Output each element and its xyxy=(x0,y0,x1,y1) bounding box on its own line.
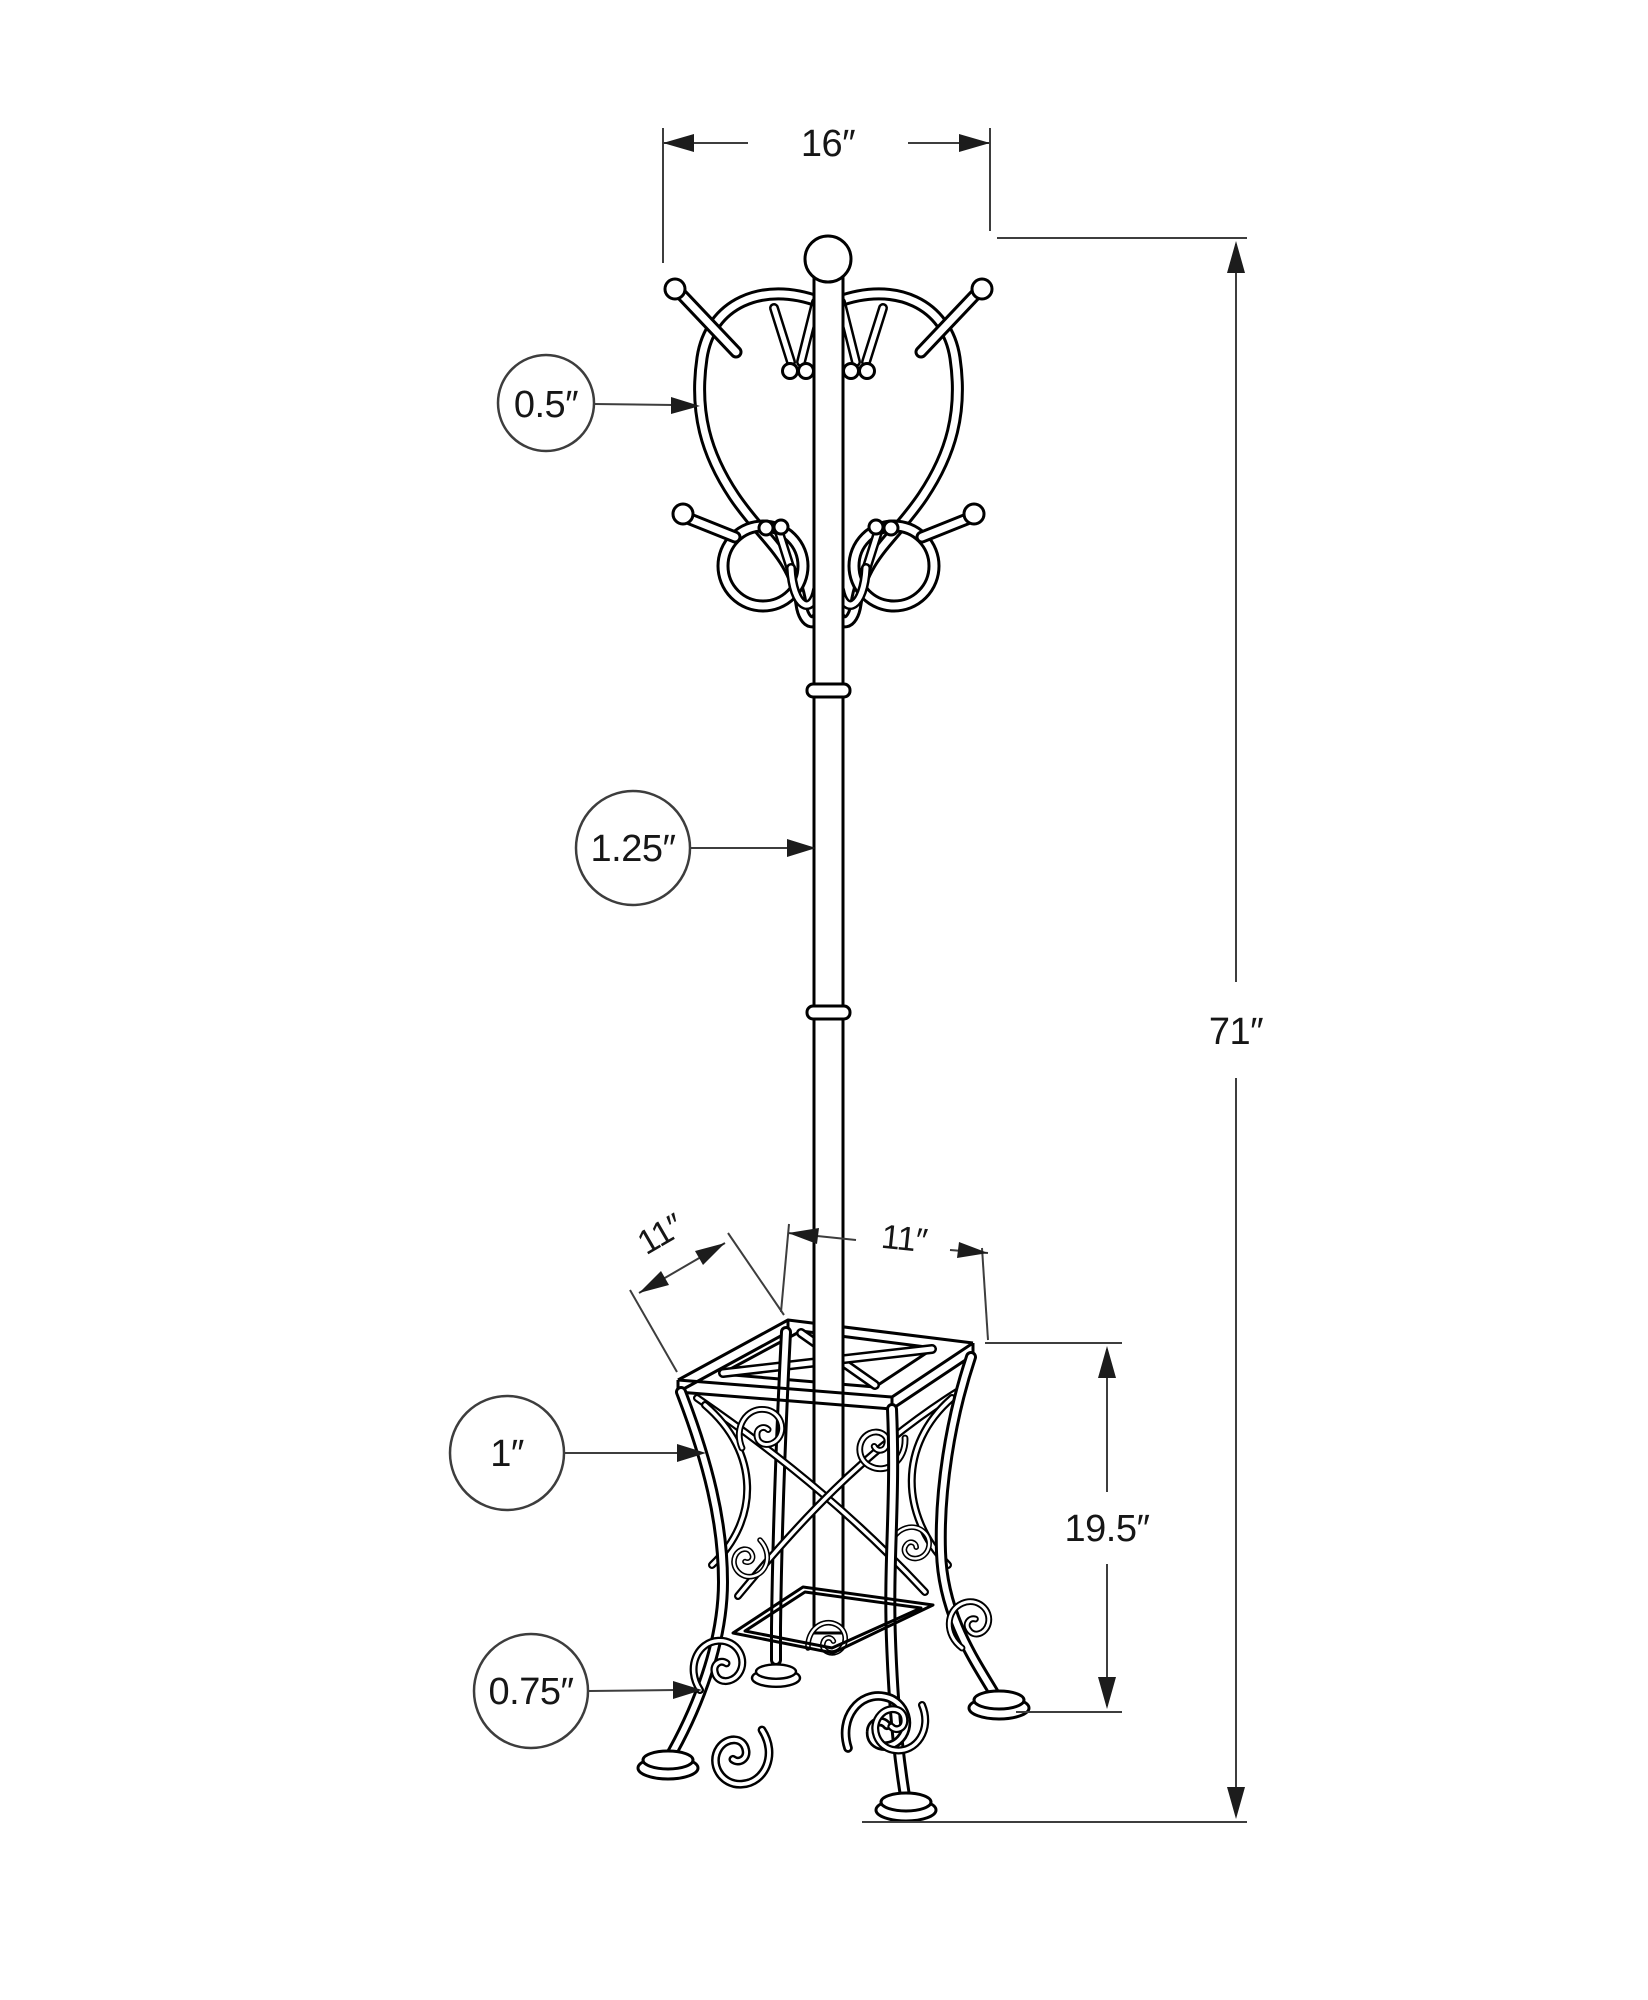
label-leg-diameter: 0.75″ xyxy=(489,1671,574,1713)
center-pole xyxy=(803,234,853,1635)
dim-top-width: 16″ xyxy=(662,123,991,263)
callout-hook-diameter: 0.5″ xyxy=(496,353,700,453)
label-frame-diameter: 1″ xyxy=(490,1433,524,1475)
callout-leg-diameter: 0.75″ xyxy=(472,1632,702,1750)
label-hook-diameter: 0.5″ xyxy=(514,384,578,426)
label-overall-height: 71″ xyxy=(1209,1011,1263,1053)
coat-rack-drawing xyxy=(636,234,1031,1823)
dim-stand-height: 19.5″ xyxy=(985,1342,1150,1713)
dim-overall-height: 71″ xyxy=(862,237,1264,1823)
front-foot xyxy=(874,1791,938,1823)
lower-hooks xyxy=(671,504,984,613)
callout-frame-diameter: 1″ xyxy=(448,1394,706,1512)
callout-pole-diameter: 1.25″ xyxy=(574,789,816,907)
label-pole-diameter: 1.25″ xyxy=(591,828,676,870)
label-top-width: 16″ xyxy=(801,123,855,165)
dim-base-width: 11″ xyxy=(780,1218,989,1341)
rear-foot xyxy=(750,1663,802,1689)
left-foot xyxy=(636,1749,700,1781)
dimension-annotations: 16″ 71″ 19.5″ 11″ xyxy=(448,123,1264,1823)
label-base-width: 11″ xyxy=(879,1218,929,1261)
label-stand-height: 19.5″ xyxy=(1065,1508,1150,1550)
right-foot xyxy=(967,1689,1031,1721)
finial-ball xyxy=(803,234,853,284)
label-base-depth: 11″ xyxy=(631,1206,690,1262)
